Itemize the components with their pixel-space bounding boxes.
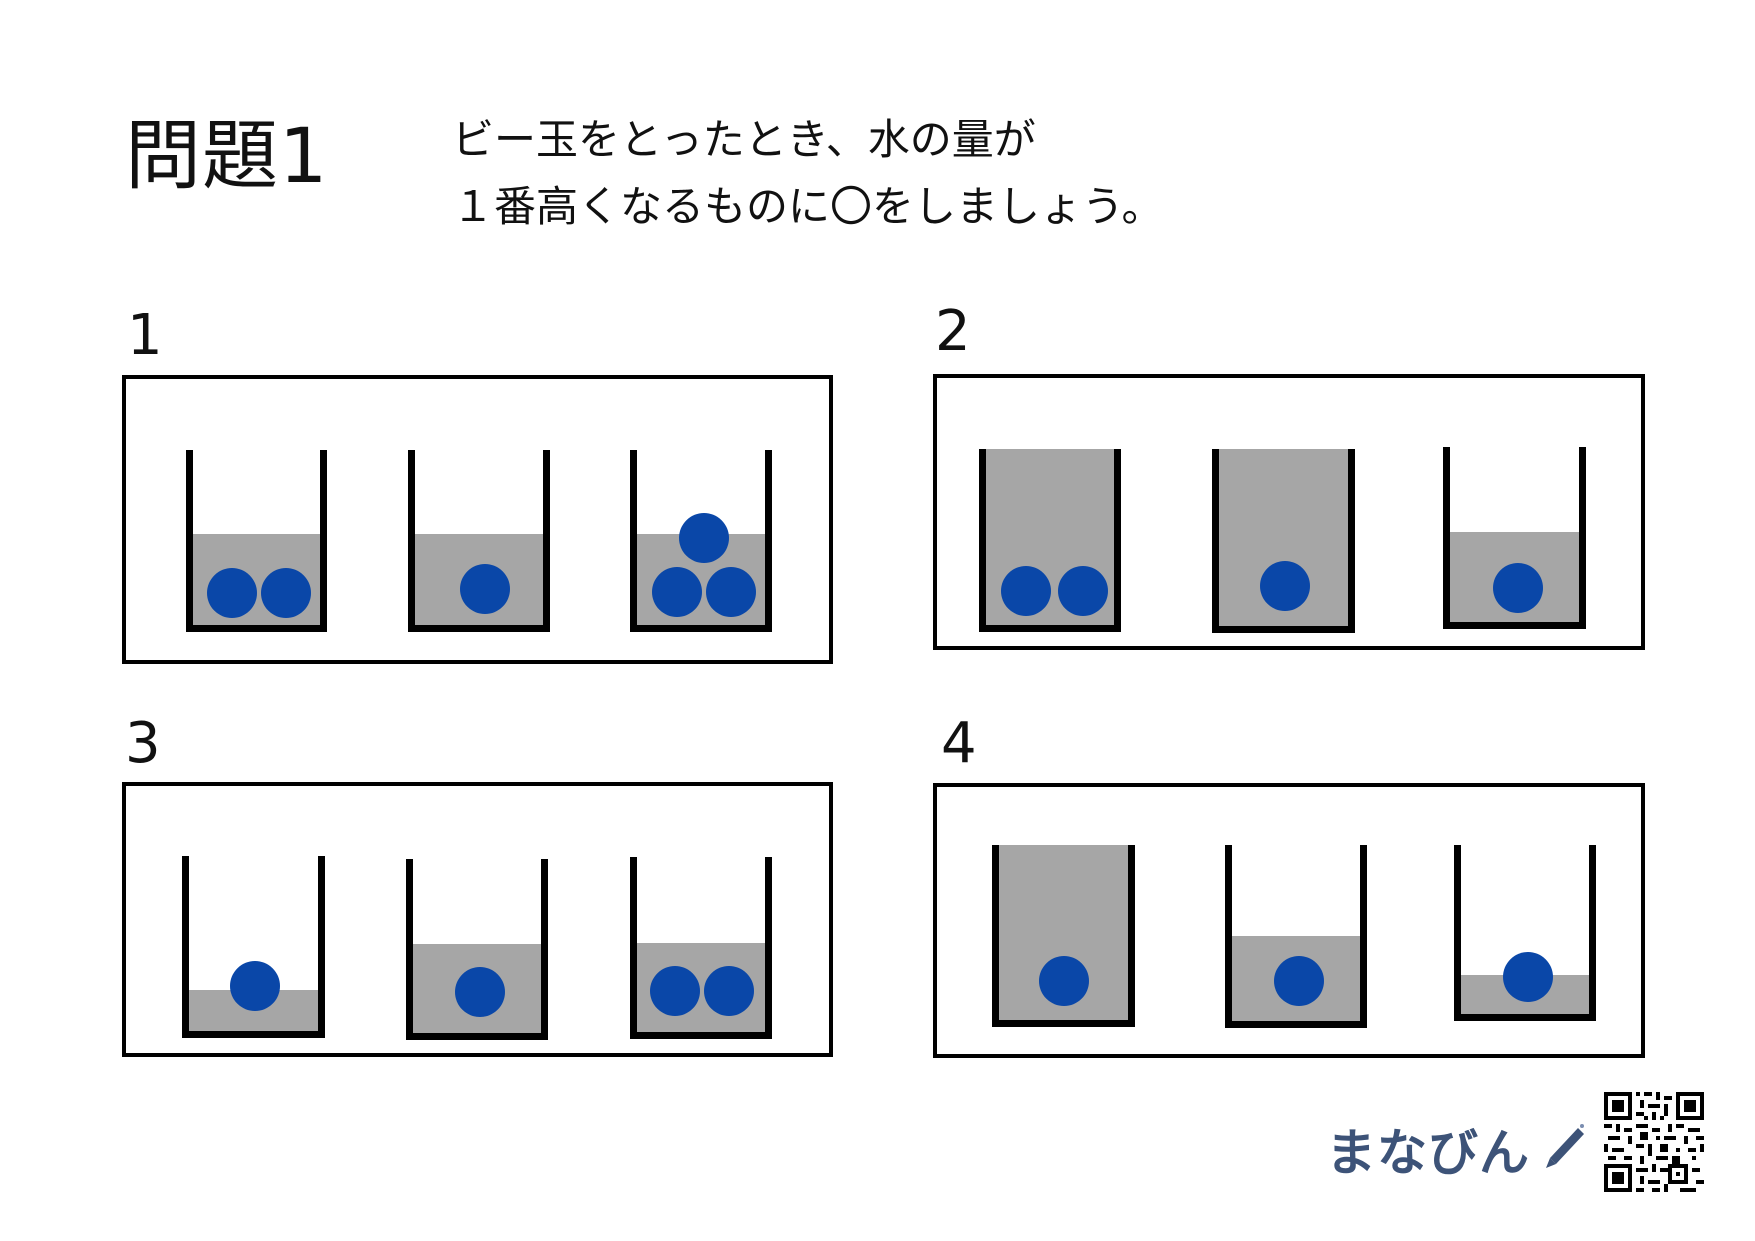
qr-code-icon (1604, 1092, 1704, 1192)
manabin-logo: まなびん (1326, 1124, 1530, 1182)
cup (1454, 845, 1596, 1021)
cup (979, 449, 1121, 632)
problem-number-1: 1 (127, 303, 163, 368)
marble (207, 568, 257, 618)
marble (261, 568, 311, 618)
problem-number-3: 3 (125, 711, 161, 776)
problem-number-4: 4 (941, 711, 977, 776)
instruction: ビー玉をとったとき、水の量が １番高くなるものに〇をしましょう。 (452, 106, 1163, 240)
marble (652, 567, 702, 617)
cup (1443, 447, 1586, 629)
marble (1274, 956, 1324, 1006)
instruction-line-2: １番高くなるものに〇をしましょう。 (452, 182, 1164, 231)
marble (1039, 956, 1089, 1006)
cup (182, 856, 325, 1038)
pencil-icon (1546, 1124, 1584, 1168)
marble (1001, 566, 1051, 616)
marble (704, 966, 754, 1016)
marble (1493, 563, 1543, 613)
marble (460, 564, 510, 614)
cup (408, 450, 550, 632)
instruction-line-1: ビー玉をとったとき、水の量が (452, 115, 1036, 164)
marble (1503, 952, 1553, 1002)
marble (1058, 566, 1108, 616)
cup (630, 857, 772, 1039)
cup (992, 845, 1135, 1027)
cup (630, 450, 772, 632)
marble (455, 967, 505, 1017)
marble (706, 567, 756, 617)
cup (406, 859, 548, 1040)
problem-title: 問題1 (125, 111, 329, 200)
cup (1212, 449, 1355, 633)
marble (1260, 561, 1310, 611)
cup (1225, 845, 1367, 1028)
marble (679, 513, 729, 563)
cup (186, 450, 327, 632)
problem-number-2: 2 (935, 299, 971, 364)
marble (230, 961, 280, 1011)
marble (650, 966, 700, 1016)
